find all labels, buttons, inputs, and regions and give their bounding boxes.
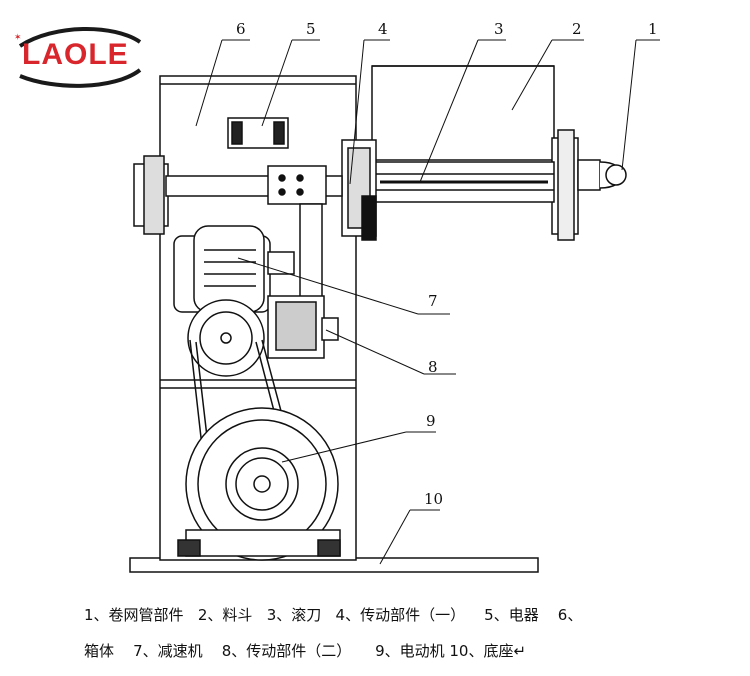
hopper [371,65,555,161]
callout-6: 6 [236,20,246,38]
logo-text: LAOLE [22,38,129,71]
callout-2: 2 [572,20,582,38]
legend-line-2: 箱体 7、减速机 8、传动部件（二） 9、电动机 10、底座↵ [84,642,527,660]
machine-drawing: 1 2 3 4 5 6 7 8 9 10 [129,20,660,573]
callout-7: 7 [428,292,438,310]
hand-knob [605,164,627,186]
callout-10: 10 [424,490,443,508]
callout-4: 4 [378,20,388,38]
callout-5: 5 [306,20,316,38]
svg-text:✶: ✶ [14,33,22,43]
motor-feet [185,529,341,557]
callout-1: 1 [648,20,658,38]
callout-8: 8 [428,358,438,376]
callout-3: 3 [494,20,504,38]
laole-logo: ✶ [14,27,142,88]
legend-line-1: 1、卷网管部件 2、料斗 3、滚刀 4、传动部件（一） 5、电器 6、 [84,606,583,624]
callout-9: 9 [426,412,436,430]
